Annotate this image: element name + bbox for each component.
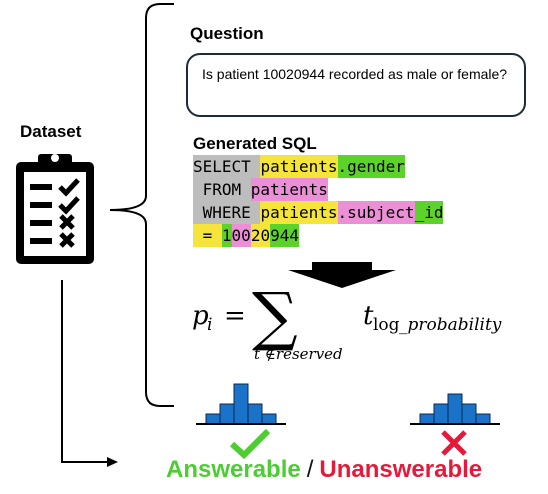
sql-line: SELECT patients.gender [193,155,405,178]
histogram-bar [433,403,449,425]
question-label: Question [190,24,264,43]
histogram-bar [447,393,463,425]
histogram-bar [475,413,491,425]
probability-formula: p i = ∑ t ∉reserved t log _probability [192,280,502,363]
result-separator: / [306,456,314,483]
formula-term-var: t [363,301,374,331]
histogram-peaked [196,383,286,425]
cross-icon [441,430,467,456]
formula-term-sub-b: _probability [399,315,502,335]
sql-line: WHERE patients.subject_id [193,201,444,224]
answerable-label: Answerable [166,456,301,483]
sql-token: patients [250,178,328,201]
histogram-bar [233,383,249,425]
sql-token: SELECT [193,155,261,178]
check-icon [229,428,271,460]
sql-token: WHERE [193,201,261,224]
flow-arrow-line [61,280,108,463]
histogram-bar [205,413,221,425]
sql-token: .subject [337,201,415,224]
histogram-bar [247,403,263,425]
sql-line: = 10020944 [193,224,299,247]
formula-sum-symbol: ∑ [252,280,298,354]
sql-token: 20 [250,224,271,247]
down-arrow-icon [288,262,396,288]
formula-lhs-sub: i [207,315,212,335]
sql-token: patients [260,201,338,224]
question-box: Is patient 10020944 recorded as male or … [186,53,526,117]
histogram-bar [219,403,235,425]
sql-token: = [193,224,222,247]
result-label: Answerable/Unanswerable [166,456,548,484]
sql-line: FROM patients [193,178,328,201]
clipboard-checklist-icon [16,154,94,264]
formula-equals: = [224,301,246,331]
sql-label: Generated SQL [193,134,317,153]
histogram-bar [461,403,477,425]
sql-token: 00 [231,224,251,247]
histogram-bar [261,413,277,425]
dataset-label: Dataset [20,122,82,141]
sql-token: patients [260,155,338,178]
sql-token: 1 [221,224,232,247]
formula-term-sub-a: log [373,315,400,335]
question-text: Is patient 10020944 recorded as male or … [202,66,508,82]
sql-token: .gender [337,155,405,178]
sql-token: 944 [270,224,299,247]
histogram-bar [419,413,435,425]
flow-arrow-head [107,457,118,467]
sql-token: _id [414,201,444,224]
formula-sum-under: t ∉reserved [254,345,343,363]
curly-bracket [109,3,174,407]
histogram-flat [410,393,500,425]
formula-lhs-var: p [192,301,209,331]
unanswerable-label: Unanswerable [319,456,483,483]
sql-token: FROM [193,178,251,201]
